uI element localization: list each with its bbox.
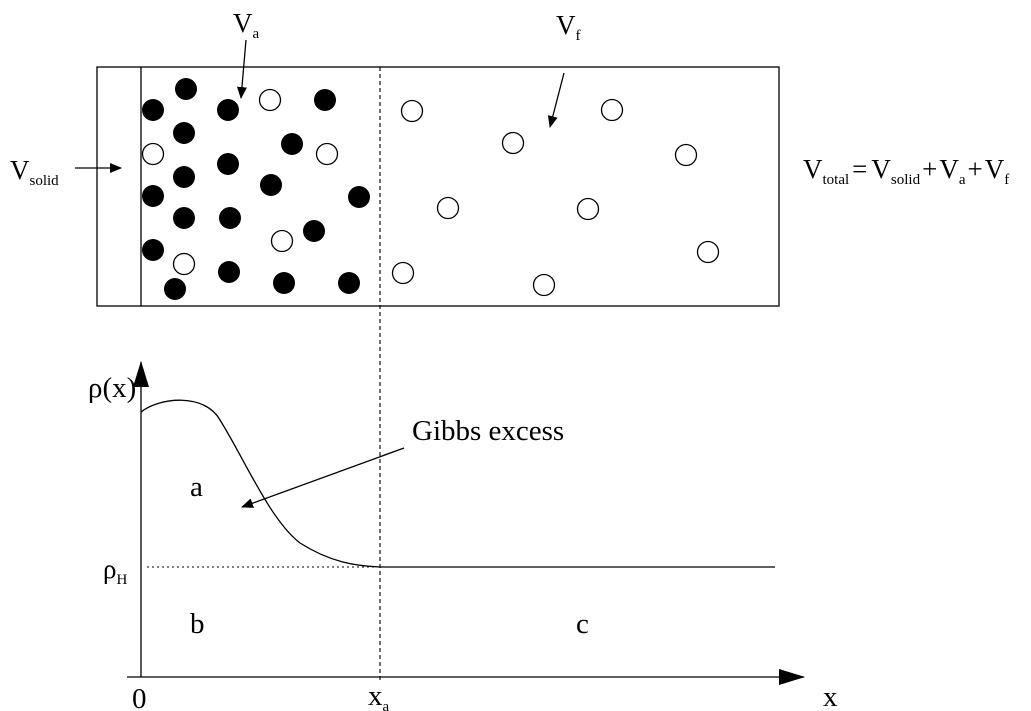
open-particle: [172, 252, 196, 276]
volume-equation: Vtotal=Vsolid+Va+Vf: [803, 154, 1009, 188]
gibbs-excess-arrow: [241, 447, 405, 508]
x-axis-label: x: [823, 681, 838, 711]
rho-h-label: ρH: [103, 554, 127, 588]
filled-particle: [219, 207, 241, 229]
rho-axis-label: ρ(x): [88, 372, 136, 404]
filled-particle: [173, 166, 195, 188]
filled-particle: [218, 261, 240, 283]
density-profile-curve: [140, 399, 381, 568]
region-c-label: c: [576, 608, 589, 640]
v-solid-label: Vsolid: [10, 155, 59, 189]
open-particle: [501, 131, 525, 155]
filled-particle: [273, 272, 295, 294]
open-particle: [696, 240, 720, 264]
filled-particle: [314, 89, 336, 111]
v-f-label: Vf: [556, 10, 581, 44]
open-particle: [576, 197, 600, 221]
open-particle: [600, 98, 624, 122]
free-particles: [141, 88, 720, 297]
gibbs-excess-label: Gibbs excess: [412, 415, 564, 447]
open-particle: [391, 261, 415, 285]
filled-particle: [142, 99, 164, 121]
v-a-label: Va: [233, 8, 260, 42]
open-particle: [674, 143, 698, 167]
filled-particle: [217, 153, 239, 175]
filled-particle: [142, 185, 164, 207]
v-f-arrow: [547, 72, 565, 128]
filled-particle: [164, 278, 186, 300]
open-particle: [436, 196, 460, 220]
open-particle: [315, 142, 339, 166]
region-a-label: a: [190, 471, 203, 503]
filled-particle: [175, 78, 197, 100]
filled-particle: [142, 239, 164, 261]
open-particle: [532, 273, 556, 297]
filled-particle: [303, 220, 325, 242]
open-particle: [270, 229, 294, 253]
filled-particle: [260, 174, 282, 196]
open-particle: [141, 142, 165, 166]
filled-particle: [348, 186, 370, 208]
origin-label: 0: [132, 683, 147, 711]
filled-particle: [338, 272, 360, 294]
adsorbed-particles: [142, 78, 370, 300]
filled-particle: [281, 133, 303, 155]
filled-particle: [173, 122, 195, 144]
system-box: [96, 66, 780, 307]
filled-particle: [173, 207, 195, 229]
v-a-arrow: [236, 39, 247, 99]
region-b-label: b: [190, 608, 205, 640]
x-a-label: xa: [368, 680, 390, 711]
open-particle: [258, 88, 282, 112]
filled-particle: [217, 99, 239, 121]
open-particle: [400, 99, 424, 123]
